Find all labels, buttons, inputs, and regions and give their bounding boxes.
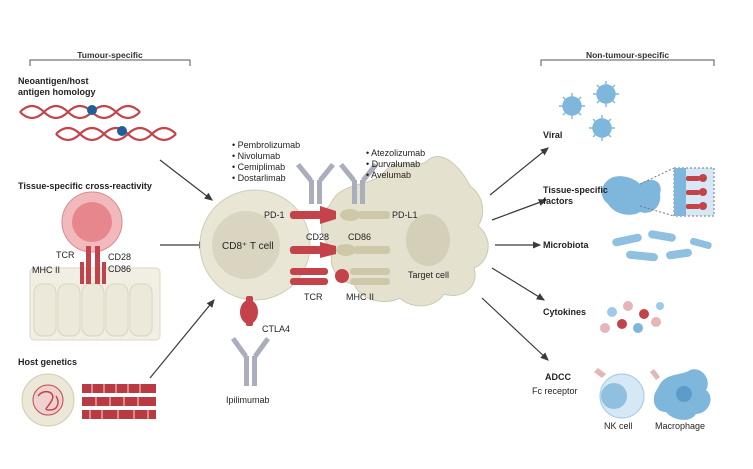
cytokine-dots (600, 301, 664, 333)
anti-pdl1-antibody (339, 163, 378, 204)
viral-label: Viral (543, 130, 563, 140)
nk-cell-label: NK cell (604, 421, 633, 431)
arrow-tissue-factors (491, 199, 548, 221)
pdl1-ligand (340, 209, 390, 221)
tumour-specific-header: Tumour-specific (77, 50, 143, 60)
pdl1-label: PD-L1 (392, 210, 418, 220)
cytokines-label: Cytokines (543, 307, 587, 317)
arrow-cytokines (491, 267, 546, 301)
drug-nivolumab: • Nivolumab (232, 151, 281, 161)
tissue-mhc2-label: MHC II (32, 265, 60, 275)
ctla4-receptor (240, 296, 258, 326)
cd86-label: CD86 (348, 232, 372, 242)
drug-durvalumab: • Durvalumab (366, 159, 421, 169)
right-header-bracket (540, 59, 715, 66)
antigen-peptide (335, 269, 349, 283)
mhc2-molecule (350, 268, 390, 285)
mhc2-label: MHC II (346, 292, 374, 302)
tissue-cd28-label: CD28 (108, 252, 132, 262)
arrow-genetics (149, 299, 215, 379)
adcc-label: ADCC (545, 372, 571, 382)
cd28-receptor (290, 242, 336, 258)
ipilimumab-antibody (231, 337, 270, 386)
microbiota-icons (612, 230, 712, 262)
left-header-bracket (29, 59, 191, 66)
drug-pembrolizumab: • Pembrolizumab (232, 140, 301, 150)
cd86-ligand (336, 244, 390, 256)
anti-pd1-antibody (296, 163, 335, 204)
virus-icons (559, 81, 619, 141)
microbiota-label: Microbiota (543, 240, 589, 250)
neoantigen-title: Neoantigen/host antigen homology (18, 76, 96, 97)
target-cell-label: Target cell (408, 270, 450, 280)
tissue-cross-reactivity-title: Tissue-specific cross-reactivity (18, 181, 152, 191)
tissue-cell-illustration (29, 191, 161, 341)
antigen-dot-1 (87, 105, 97, 115)
host-genetics-title: Host genetics (18, 357, 78, 367)
tcr-receptor (290, 268, 328, 285)
arrow-viral (489, 147, 549, 196)
macrophage-label: Macrophage (655, 421, 706, 431)
dna-helix-icon (19, 104, 177, 142)
tcr-label: TCR (304, 292, 323, 302)
cd28-label: CD28 (306, 232, 330, 242)
ctla4-label: CTLA4 (262, 324, 291, 334)
tissue-tcr-label: TCR (56, 250, 75, 260)
arrow-adcc (481, 297, 549, 361)
drug-avelumab: • Avelumab (366, 170, 412, 180)
drug-cemiplimab: • Cemiplimab (232, 162, 286, 172)
drug-atezolizumab: • Atezolizumab (366, 148, 426, 158)
antigen-dot-2 (117, 126, 127, 136)
tissue-receptors (686, 174, 707, 210)
nk-cell (594, 368, 645, 419)
non-tumour-specific-header: Non-tumour-specific (585, 50, 670, 60)
cd8-t-cell-label: CD8⁺ T cell (222, 241, 274, 252)
tissue-cd86-label: CD86 (108, 264, 132, 274)
arrow-neoantigen (159, 159, 213, 201)
genotype-blocks (82, 384, 156, 419)
macrophage (650, 369, 711, 420)
pd1-receptor (290, 206, 336, 224)
tissue-factors-label: Tissue-specific factors (543, 185, 608, 206)
drug-dostarlimab: • Dostarlimab (232, 173, 286, 183)
genome-cell-icon (21, 373, 75, 427)
ipilimumab-label: Ipilimumab (226, 395, 270, 405)
fc-receptor-label: Fc receptor (532, 386, 578, 396)
pd1-label: PD-1 (264, 210, 285, 220)
